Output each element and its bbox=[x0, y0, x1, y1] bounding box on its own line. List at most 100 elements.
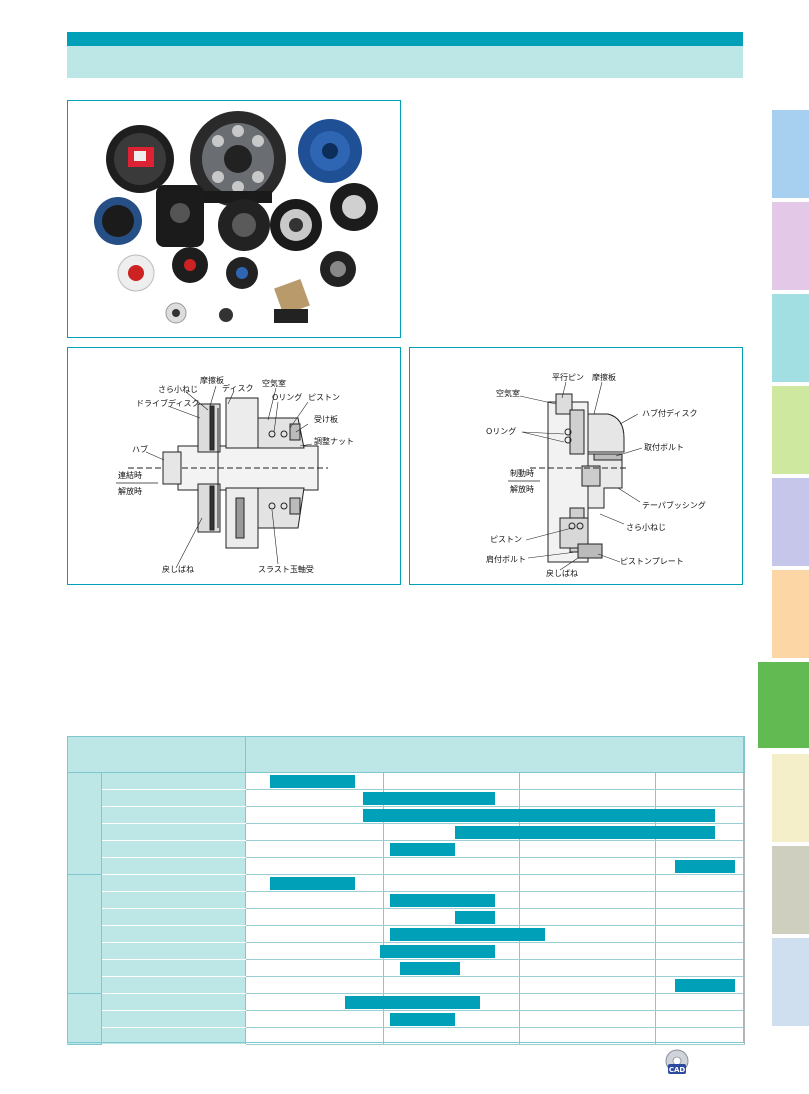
clutch-photo-6 bbox=[218, 199, 270, 251]
range-bar bbox=[390, 1012, 456, 1026]
table-cell bbox=[519, 1010, 656, 1028]
range-bar bbox=[270, 774, 356, 788]
table-cell bbox=[519, 840, 656, 858]
index-tab-5[interactable] bbox=[772, 478, 809, 566]
label-taper-bushing: テーパブッシング bbox=[642, 500, 706, 510]
clutch-photo-15 bbox=[274, 279, 310, 323]
table-cell bbox=[655, 1027, 745, 1045]
clutch-photo-3 bbox=[298, 119, 362, 183]
table-row bbox=[67, 1010, 745, 1028]
label-hub-disc: ハブ付ディスク bbox=[642, 408, 697, 418]
label-parallel-pin: 平行ピン bbox=[552, 372, 584, 382]
table-group-cell bbox=[67, 993, 102, 1045]
table-row-label bbox=[101, 789, 246, 807]
spec-range-table bbox=[67, 736, 745, 1045]
index-tab-1[interactable] bbox=[772, 110, 809, 198]
clutch-photo-14 bbox=[219, 308, 233, 322]
table-row-label bbox=[101, 993, 246, 1011]
table-row-label bbox=[101, 908, 246, 926]
table-row bbox=[67, 891, 745, 909]
table-cell bbox=[245, 857, 735, 875]
table-row bbox=[67, 840, 745, 858]
table-cell bbox=[245, 1027, 384, 1045]
table-header-label bbox=[67, 736, 246, 773]
table-row bbox=[67, 993, 745, 1045]
label-friction-plate: 摩擦板 bbox=[200, 375, 224, 385]
table-cell bbox=[245, 772, 384, 790]
label-released: 解放時 bbox=[118, 486, 142, 496]
label-o-ring-2: Oリング bbox=[486, 426, 516, 436]
range-bar bbox=[455, 910, 495, 924]
table-cell bbox=[245, 874, 384, 892]
table-cell bbox=[245, 925, 545, 943]
table-cell bbox=[655, 891, 745, 909]
cad-disc-icon[interactable]: CAD bbox=[663, 1049, 691, 1077]
index-tab-2[interactable] bbox=[772, 202, 809, 290]
table-cell bbox=[245, 908, 495, 926]
table-cell bbox=[655, 993, 745, 1011]
index-tab-7-active[interactable] bbox=[758, 662, 809, 748]
table-row-label bbox=[101, 806, 246, 824]
clutch-section-diagram: 摩擦板 さら小ねじ ディスク 空気室 ドライブディスク Oリング ピストン 受け… bbox=[67, 347, 401, 585]
index-tab-4[interactable] bbox=[772, 386, 809, 474]
range-bar bbox=[674, 978, 735, 992]
index-tab-6[interactable] bbox=[772, 570, 809, 658]
table-cell bbox=[519, 789, 656, 807]
range-bar bbox=[390, 927, 545, 941]
table-cell bbox=[519, 942, 656, 960]
header-subbar bbox=[67, 46, 743, 78]
label-thrust-bearing: スラスト玉軸受 bbox=[258, 564, 314, 574]
table-row-label bbox=[101, 840, 246, 858]
index-tab-9[interactable] bbox=[772, 846, 809, 934]
table-cell bbox=[245, 891, 495, 909]
label-countersunk-screw: さら小ねじ bbox=[158, 385, 198, 394]
table-row bbox=[67, 908, 745, 926]
label-air-chamber: 空気室 bbox=[262, 378, 286, 388]
index-tab-10[interactable] bbox=[772, 938, 809, 1026]
table-row bbox=[67, 976, 745, 994]
range-bar bbox=[390, 893, 495, 907]
table-row-label bbox=[101, 823, 246, 841]
clutch-photo-5 bbox=[156, 185, 204, 247]
range-bar bbox=[345, 995, 481, 1009]
label-o-ring: Oリング bbox=[272, 392, 302, 402]
clutch-photo-4 bbox=[94, 197, 142, 245]
table-cell bbox=[383, 1027, 520, 1045]
label-adjusting-nut: 調整ナット bbox=[314, 436, 354, 446]
table-cell bbox=[655, 942, 745, 960]
label-air-chamber-2: 空気室 bbox=[496, 388, 520, 398]
table-cell bbox=[383, 857, 520, 875]
product-photo-frame bbox=[67, 100, 401, 338]
label-return-spring-2: 戻しばね bbox=[546, 568, 578, 578]
table-row-label bbox=[101, 959, 246, 977]
index-tab-3[interactable] bbox=[772, 294, 809, 382]
table-cell bbox=[245, 993, 481, 1011]
table-cell bbox=[655, 840, 745, 858]
table-cell bbox=[519, 925, 656, 943]
table-row-label bbox=[101, 925, 246, 943]
table-cell bbox=[655, 959, 745, 977]
table-row bbox=[67, 942, 745, 960]
index-tab-8[interactable] bbox=[772, 754, 809, 842]
table-header-range bbox=[245, 736, 745, 773]
range-bar bbox=[362, 791, 495, 805]
range-bar bbox=[380, 944, 495, 958]
table-row bbox=[67, 806, 745, 824]
table-cell bbox=[519, 908, 656, 926]
clutch-section-drawing: 摩擦板 さら小ねじ ディスク 空気室 ドライブディスク Oリング ピストン 受け… bbox=[116, 375, 354, 574]
diagram1-leaders bbox=[145, 385, 313, 569]
svg-text:CAD: CAD bbox=[669, 1066, 686, 1074]
brake-section-diagram: 平行ピン 摩擦板 空気室 ハブ付ディスク Oリング 取付ボルト 制動時 解放時 … bbox=[409, 347, 743, 585]
header-bar bbox=[67, 32, 743, 46]
label-countersunk-screw-2: さら小ねじ bbox=[626, 523, 666, 532]
table-header-row bbox=[67, 736, 745, 773]
clutch-photo-13 bbox=[165, 302, 187, 324]
table-cell bbox=[655, 772, 745, 790]
range-bar bbox=[674, 859, 735, 873]
table-cell bbox=[383, 772, 520, 790]
table-row-label bbox=[101, 772, 246, 790]
label-braking: 制動時 bbox=[510, 468, 534, 478]
table-cell bbox=[245, 976, 735, 994]
brake-section-drawing: 平行ピン 摩擦板 空気室 ハブ付ディスク Oリング 取付ボルト 制動時 解放時 … bbox=[486, 372, 706, 578]
table-row-label bbox=[101, 942, 246, 960]
